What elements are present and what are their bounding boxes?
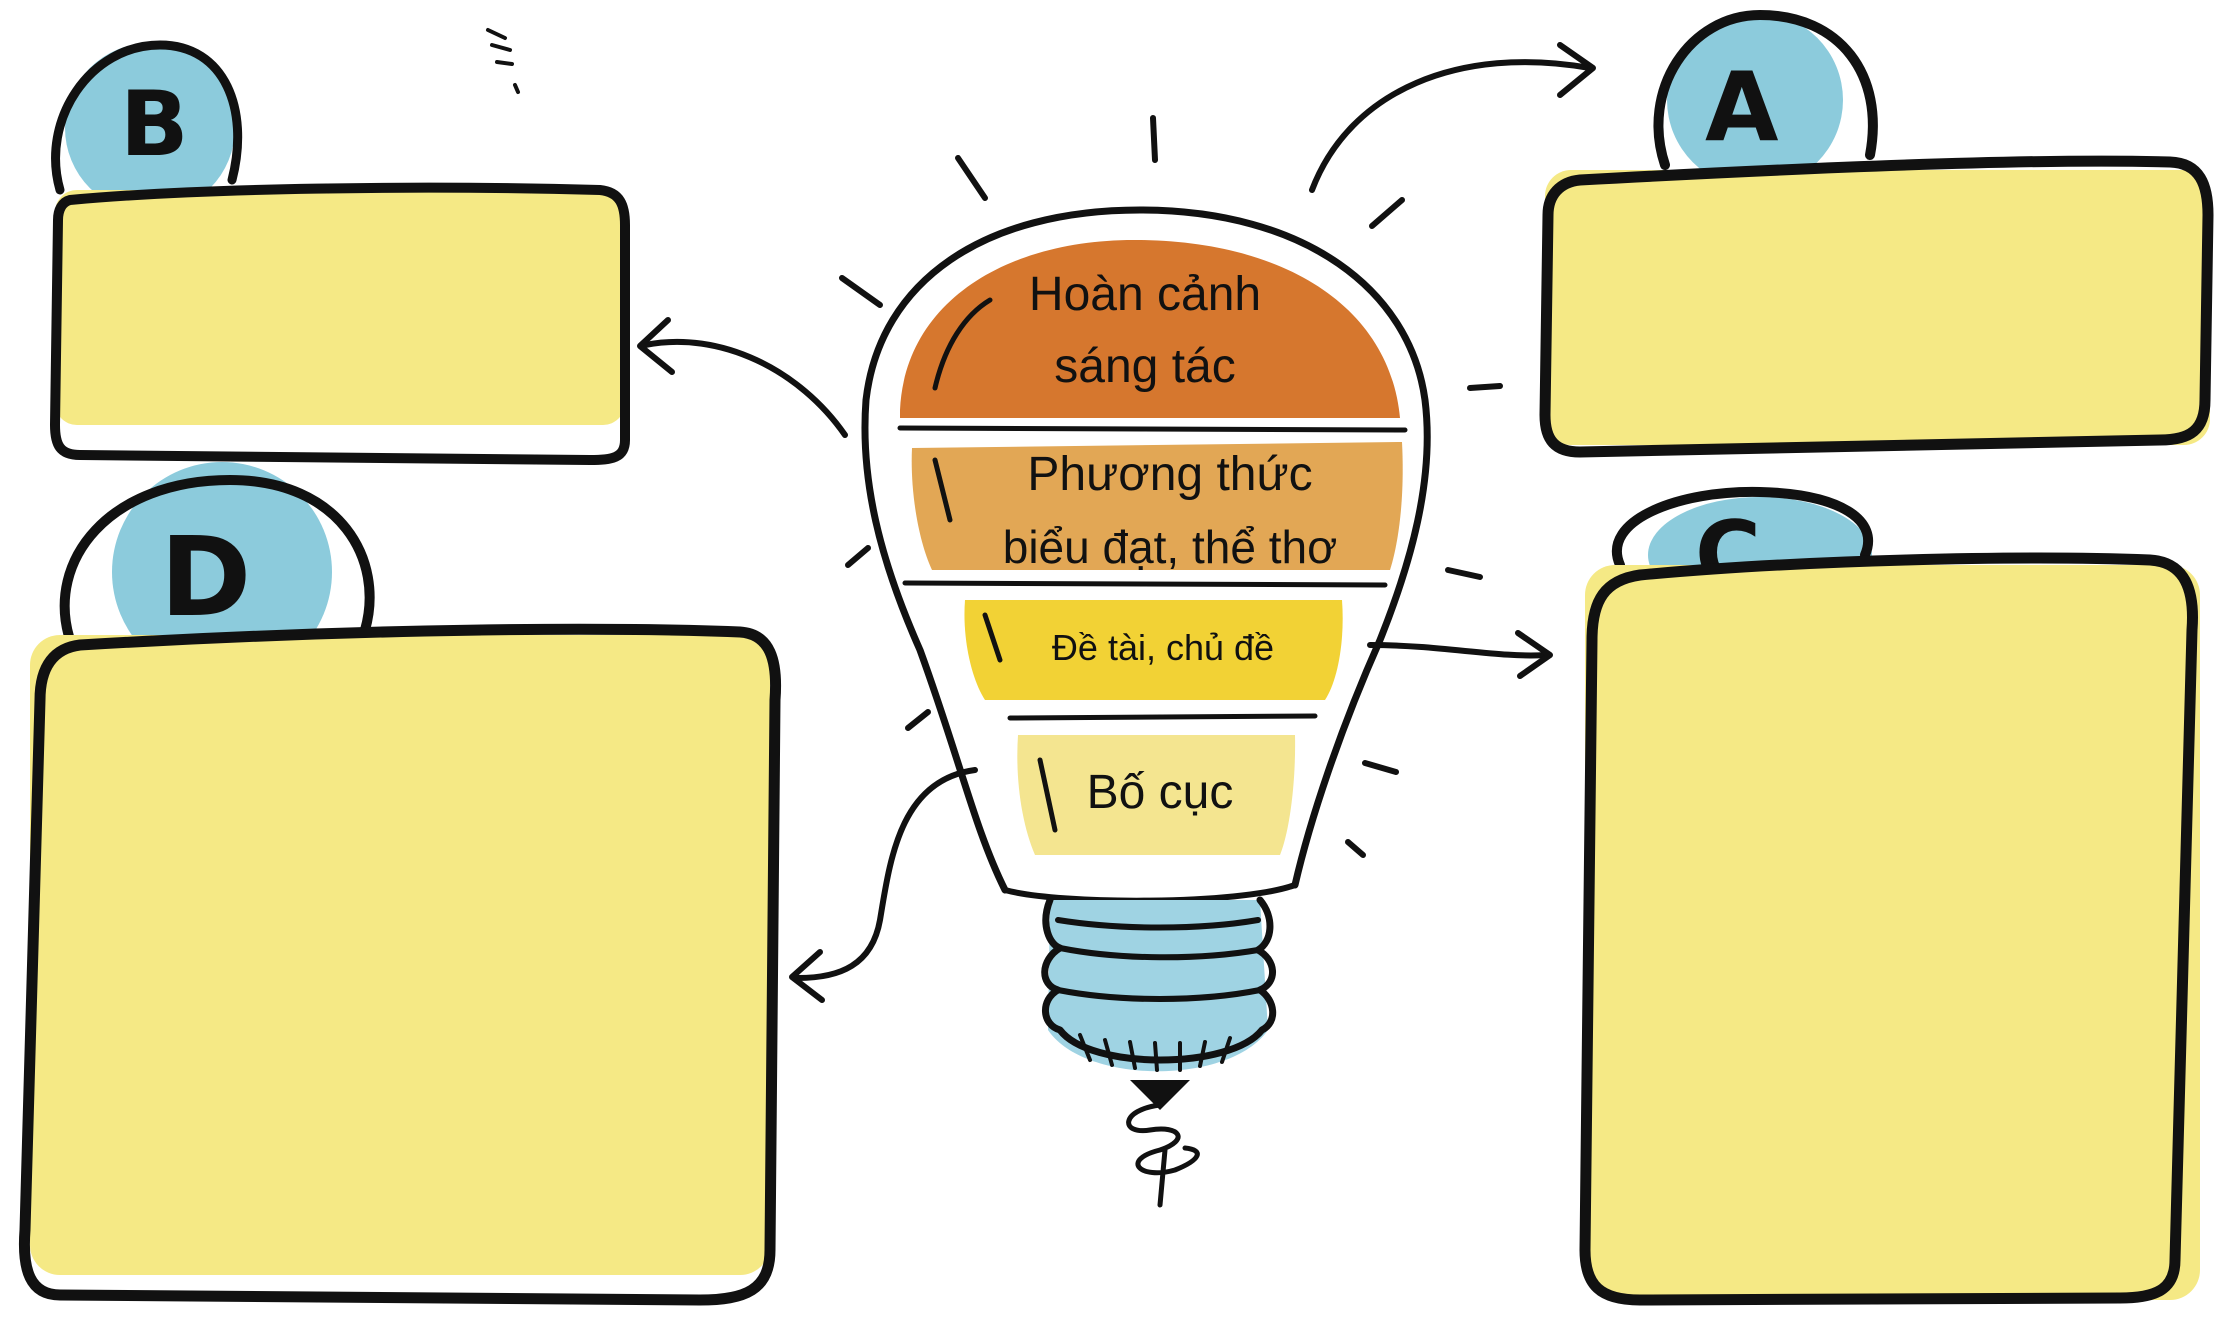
- box-c: [1585, 565, 2200, 1300]
- badge-a-letter: A: [1705, 53, 1779, 163]
- light-bulb: Hoàn cảnh sáng tác Phương thức biểu đạt,…: [861, 206, 1431, 1208]
- layer-3-line-1: Đề tài, chủ đề: [1052, 627, 1274, 668]
- bulb-layer-4: [1017, 735, 1296, 855]
- box-a-group: A: [1539, 10, 2214, 458]
- bulb-layer-2: [911, 442, 1403, 570]
- box-b: [55, 190, 625, 425]
- badge-b-letter: B: [120, 72, 189, 177]
- light-rays: [486, 28, 1503, 858]
- bulb-layer-3: [964, 600, 1343, 700]
- badge-b: [65, 43, 235, 213]
- bulb-layer-1: [900, 239, 1400, 418]
- layer-1-line-2: sáng tác: [1054, 340, 1235, 393]
- box-d: [30, 635, 770, 1275]
- arrow-to-b: [637, 317, 848, 438]
- arrow-to-d: [789, 767, 978, 1003]
- layer-2-line-2: biểu đạt, thể thơ: [1003, 521, 1338, 573]
- badge-a: [1667, 12, 1843, 188]
- layer-1-line-1: Hoàn cảnh: [1029, 268, 1261, 321]
- layer-2-line-1: Phương thức: [1027, 448, 1312, 501]
- arrow-to-a: [1309, 42, 1596, 193]
- bulb-socket: [1048, 900, 1268, 1072]
- box-b-group: B: [50, 40, 630, 465]
- arrow-to-c: [1367, 630, 1553, 679]
- box-a: [1545, 170, 2210, 445]
- badge-d: [112, 462, 332, 682]
- box-c-group: C: [1579, 486, 2200, 1306]
- badge-d-letter: D: [160, 513, 251, 641]
- bulb-outline: [861, 206, 1431, 894]
- layer-4-line-1: Bố cục: [1087, 766, 1234, 819]
- box-d-group: D: [18, 462, 782, 1306]
